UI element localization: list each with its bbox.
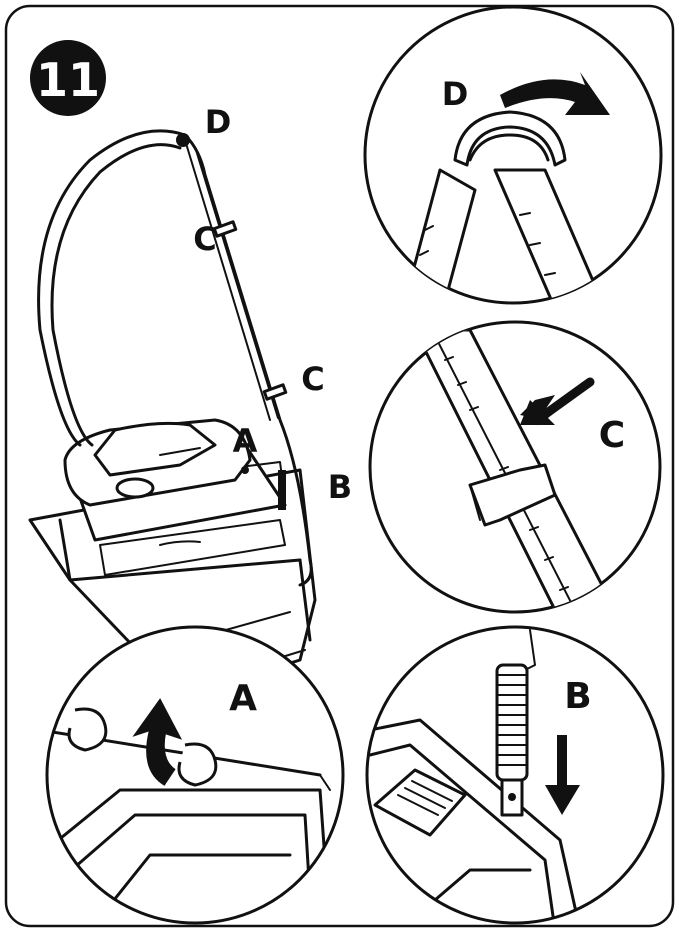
latch (373, 768, 467, 837)
label-b: B (328, 468, 352, 506)
clip-c-lower (262, 383, 288, 401)
power-cord-edge (195, 149, 279, 419)
ring-holder (453, 110, 567, 167)
label-a: A (233, 422, 258, 460)
point-a (241, 466, 249, 474)
steam-generator-illustration (28, 129, 317, 692)
label-c-upper: C (193, 220, 216, 258)
strap-clip-edge (469, 484, 481, 521)
point-b (278, 470, 286, 510)
detail-d-label: D (442, 75, 469, 113)
strap-clip (468, 463, 557, 527)
cord-plug-hole (508, 793, 516, 801)
tank-handle (159, 540, 201, 546)
hook-rod-end (319, 774, 331, 791)
detail-c (368, 320, 662, 614)
base-unit-left-edge (29, 514, 61, 521)
iron-button (115, 477, 155, 499)
clip-c-upper (212, 220, 238, 238)
step-badge: 11 (30, 40, 106, 116)
label-c-lower: C (301, 360, 324, 398)
clip-d (176, 133, 190, 147)
down-arrow-icon (545, 785, 580, 815)
hook-right (177, 742, 218, 787)
power-cord (184, 139, 271, 421)
rotate-arrow-icon (500, 72, 610, 115)
base-unit-edge (58, 518, 302, 582)
steam-hose (37, 129, 313, 587)
cord-top (524, 629, 536, 671)
strap-right (493, 168, 612, 303)
ring-inner (468, 133, 550, 162)
base-unit-corner (298, 558, 312, 642)
page-frame (4, 4, 675, 928)
cord-spring-coils (496, 674, 528, 766)
label-d: D (205, 103, 232, 141)
tank-b-rim-inner (368, 743, 557, 923)
detail-d (363, 5, 663, 305)
detail-b-label: B (564, 676, 591, 717)
latch-grip (397, 780, 453, 816)
push-arrow-shaft (535, 377, 595, 423)
hook-left (67, 707, 108, 752)
detail-b (365, 625, 665, 925)
step-number: 11 (36, 53, 100, 107)
iron-handle (93, 421, 217, 477)
iron-handle-grip (159, 447, 201, 456)
lift-arrow-icon (132, 698, 183, 786)
push-arrow-head (520, 400, 555, 425)
steam-hose-inner (50, 143, 182, 447)
detail-c-label: C (599, 415, 625, 456)
detail-a-label: A (229, 678, 257, 719)
tank-b-rim (368, 718, 582, 923)
detail-a (45, 625, 345, 925)
cord-spring (495, 663, 529, 782)
water-tank (99, 519, 286, 576)
